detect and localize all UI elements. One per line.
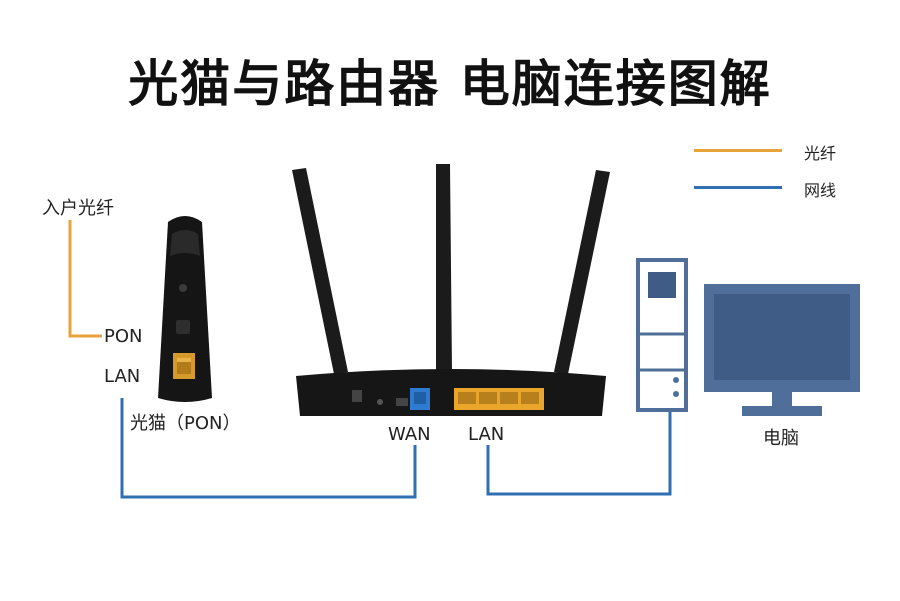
router-icon <box>292 164 610 416</box>
router-wan-label: WAN <box>388 424 431 445</box>
router-to-pc-cable <box>486 412 672 496</box>
diagram-title: 光猫与路由器 电脑连接图解 <box>128 55 772 113</box>
modem-lan-label: LAN <box>104 366 141 387</box>
legend-network-line <box>694 186 782 189</box>
legend-fiber-line <box>694 149 782 152</box>
pon-port-label: PON <box>104 326 143 347</box>
incoming-fiber-label: 入户光纤 <box>42 198 114 219</box>
legend-fiber-label: 光纤 <box>804 144 837 163</box>
modem-name-label: 光猫（PON） <box>130 413 241 434</box>
router-lan-label: LAN <box>468 424 505 445</box>
monitor-icon <box>704 284 860 416</box>
legend-network-label: 网线 <box>804 181 837 200</box>
pc-tower-icon <box>636 258 688 412</box>
incoming-fiber-cable <box>68 220 102 338</box>
optical-modem-icon <box>158 216 212 402</box>
modem-to-router-cable <box>120 398 417 499</box>
computer-label: 电脑 <box>763 428 799 449</box>
